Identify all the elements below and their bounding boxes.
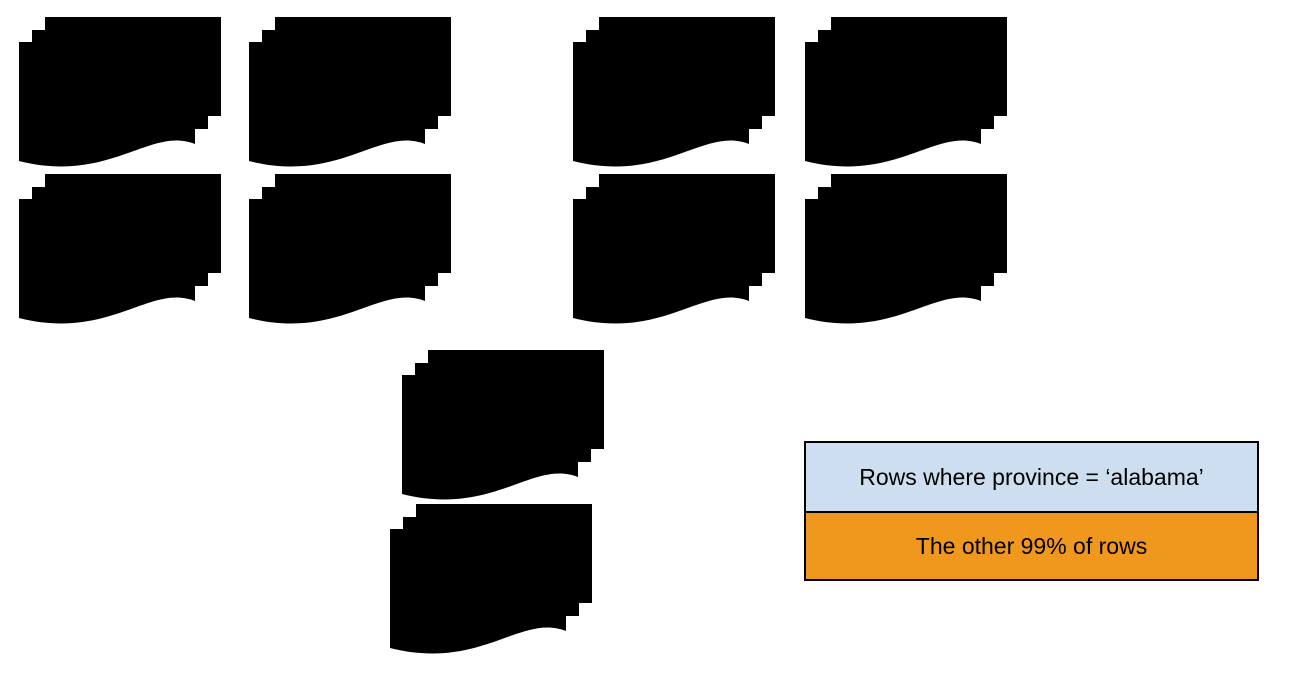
region-label: eu-west-1 [610,93,712,120]
region-label: us-west-1 [57,93,157,120]
legend-item-alabama-rows: Rows where province = ‘alabama’ [806,443,1257,511]
stack-us-west-1: us-west-1 [18,16,223,173]
region-label: eu-west-2 [610,250,712,277]
legend-item-other-rows: The other 99% of rows [806,511,1257,579]
legend-item-label: The other 99% of rows [915,532,1148,559]
stack-us-west-2: us-west-2 [18,173,223,330]
stack-ap-east-2: ap-east-2 [389,503,594,660]
stack-eu-west-1: eu-west-1 [572,16,777,173]
stack-eu-west-2: eu-west-2 [572,173,777,330]
region-label: us-east-2 [289,250,385,277]
stack-eu-east-1: eu-east-1 [804,16,1009,173]
stack-us-east-2: us-east-2 [248,173,453,330]
region-label: ap-east-2 [429,580,527,607]
region-label: ap-east-1 [441,426,539,453]
stack-eu-east-2: eu-east-2 [804,173,1009,330]
region-label: eu-east-1 [844,93,942,120]
region-label: us-west-2 [57,250,157,277]
region-label: eu-east-2 [844,250,942,277]
legend-item-label: Rows where province = ‘alabama’ [859,463,1204,490]
region-label: us-east-1 [289,93,385,120]
stack-ap-east-1: ap-east-1 [401,349,606,506]
legend: Rows where province = ‘alabama’ The othe… [804,441,1259,581]
stack-us-east-1: us-east-1 [248,16,453,173]
